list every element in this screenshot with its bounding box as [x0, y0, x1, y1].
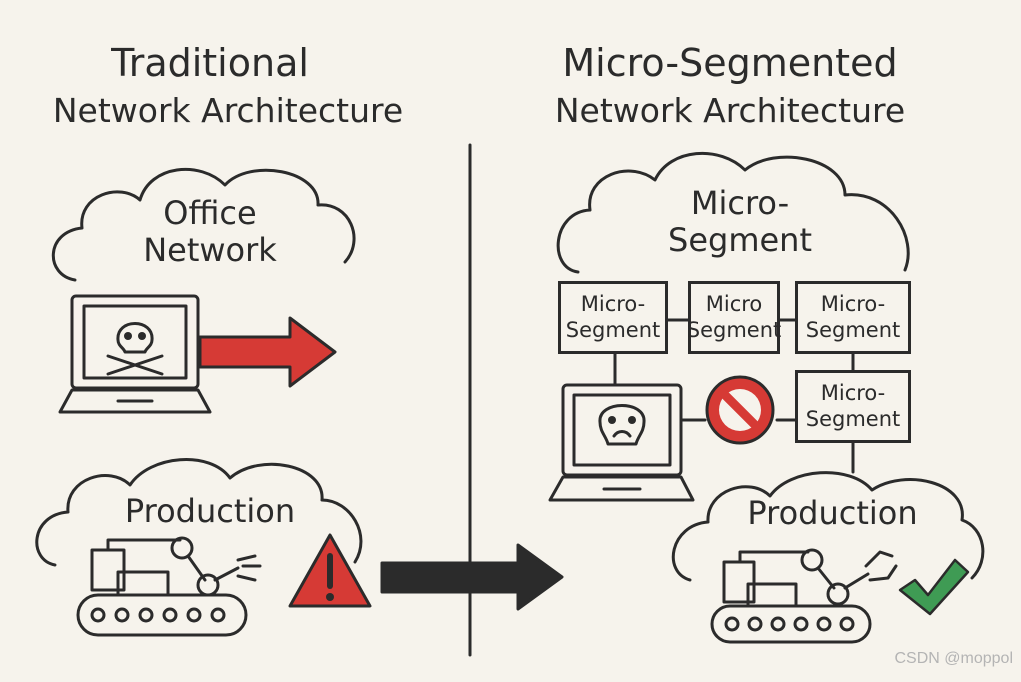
left-title: Traditional	[111, 41, 309, 85]
laptop-icon	[58, 294, 212, 414]
sad-face-icon	[598, 404, 646, 446]
micro-segment-box: Micro- Segment	[558, 281, 668, 354]
robot-arm-icon	[76, 536, 262, 637]
production-cloud-right	[671, 471, 985, 582]
right-title: Micro-Segmented	[562, 41, 898, 85]
warning-icon	[288, 533, 372, 608]
office-cloud	[51, 167, 356, 282]
micro-segment-box: Micro Segment	[686, 281, 782, 354]
watermark: CSDN @moppol	[894, 650, 1014, 667]
office-cloud-label: Office Network	[143, 194, 277, 269]
micro-segment-box: Micro- Segment	[795, 281, 911, 354]
micro-segment-box: Micro- Segment	[795, 370, 911, 443]
micro-segment-cloud-label: Micro- Segment	[668, 184, 812, 259]
production-label-left: Production	[124, 492, 296, 530]
laptop-icon	[548, 383, 695, 502]
micro-segment-label: Micro Segment	[686, 292, 782, 342]
block-icon	[705, 375, 775, 445]
right-subtitle: Network Architecture	[554, 91, 906, 130]
check-icon	[898, 558, 970, 616]
micro-segment-label: Micro- Segment	[565, 292, 661, 342]
micro-segment-label: Micro- Segment	[805, 292, 901, 342]
production-label-right: Production	[747, 494, 918, 532]
left-subtitle: Network Architecture	[52, 91, 404, 130]
micro-segment-cloud	[556, 151, 910, 274]
threat-arrow	[198, 316, 337, 388]
skull-icon	[106, 322, 164, 376]
production-cloud-left	[35, 458, 363, 567]
transition-arrow	[380, 543, 564, 611]
micro-segment-label: Micro- Segment	[805, 381, 901, 431]
robot-arm-icon	[710, 548, 898, 644]
